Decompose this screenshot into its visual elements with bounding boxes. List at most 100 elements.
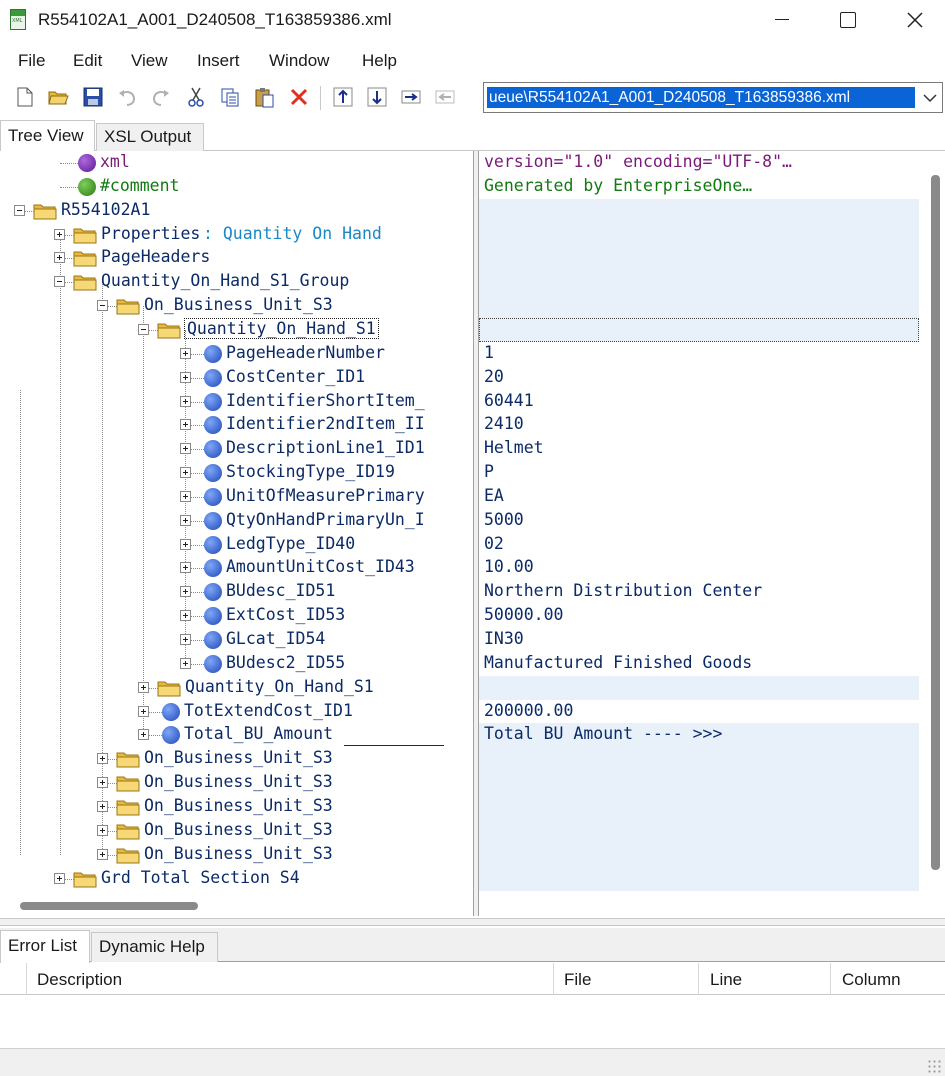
menu-insert[interactable]: Insert bbox=[197, 51, 240, 70]
tree-node[interactable]: IdentifierShortItem_ bbox=[0, 390, 473, 414]
tree-node[interactable]: Grd Total Section S4 bbox=[0, 867, 473, 891]
column-column[interactable]: Column bbox=[842, 970, 901, 989]
tree-node[interactable]: StockingType_ID19 bbox=[0, 461, 473, 485]
expand-icon[interactable] bbox=[97, 824, 108, 836]
tree-node[interactable]: UnitOfMeasurePrimary bbox=[0, 485, 473, 509]
value-row[interactable]: EA bbox=[479, 485, 919, 509]
expand-icon[interactable] bbox=[180, 490, 191, 502]
resize-grip-icon[interactable] bbox=[927, 1059, 941, 1073]
expand-icon[interactable] bbox=[180, 538, 191, 550]
expand-icon[interactable] bbox=[54, 252, 65, 264]
tree-node[interactable]: AmountUnitCost_ID43 bbox=[0, 556, 473, 580]
expand-icon[interactable] bbox=[180, 514, 191, 526]
value-row[interactable]: Northern Distribution Center bbox=[479, 580, 919, 604]
collapse-icon[interactable] bbox=[14, 204, 25, 216]
maximize-button[interactable] bbox=[815, 0, 879, 40]
delete-icon[interactable] bbox=[288, 86, 310, 108]
expand-icon[interactable] bbox=[97, 777, 108, 789]
value-row[interactable]: 1 bbox=[479, 342, 919, 366]
value-row[interactable] bbox=[479, 818, 919, 843]
collapse-icon[interactable] bbox=[97, 300, 108, 312]
expand-icon[interactable] bbox=[180, 467, 191, 479]
tree-node[interactable]: xml bbox=[0, 151, 473, 175]
value-row[interactable] bbox=[479, 246, 919, 271]
value-row[interactable]: 02 bbox=[479, 533, 919, 557]
expand-icon[interactable] bbox=[180, 562, 191, 574]
tree-node[interactable]: On_Business_Unit_S3 bbox=[0, 294, 473, 318]
tree-node[interactable]: QtyOnHandPrimaryUn_I bbox=[0, 509, 473, 533]
expand-icon[interactable] bbox=[54, 228, 65, 240]
tab-dynamic-help[interactable]: Dynamic Help bbox=[91, 932, 218, 962]
outdent-icon[interactable] bbox=[434, 86, 456, 108]
expand-icon[interactable] bbox=[180, 371, 191, 383]
expand-icon[interactable] bbox=[180, 586, 191, 598]
move-up-icon[interactable] bbox=[332, 86, 354, 108]
paste-icon[interactable] bbox=[253, 86, 275, 108]
value-scrollbar[interactable] bbox=[931, 175, 940, 870]
expand-icon[interactable] bbox=[180, 419, 191, 431]
value-row[interactable] bbox=[479, 317, 919, 342]
expand-icon[interactable] bbox=[180, 657, 191, 669]
cut-icon[interactable] bbox=[185, 86, 207, 108]
path-combobox[interactable]: ueue\R554102A1_A001_D240508_T163859386.x… bbox=[483, 82, 943, 113]
expand-icon[interactable] bbox=[54, 872, 65, 884]
expand-icon[interactable] bbox=[180, 634, 191, 645]
tree-node[interactable]: R554102A1 bbox=[0, 199, 473, 223]
tree-node[interactable]: Properties : Quantity On Hand bbox=[0, 223, 473, 247]
value-row[interactable] bbox=[479, 675, 919, 700]
menu-edit[interactable]: Edit bbox=[73, 51, 103, 70]
redo-icon[interactable] bbox=[150, 86, 172, 108]
value-row[interactable] bbox=[479, 198, 919, 223]
value-row[interactable]: 5000 bbox=[479, 509, 919, 533]
tab-tree-view[interactable]: Tree View bbox=[0, 120, 95, 152]
menu-window[interactable]: Window bbox=[269, 51, 330, 70]
tree-node[interactable]: On_Business_Unit_S3 bbox=[0, 843, 473, 867]
value-row[interactable]: 20 bbox=[479, 366, 919, 390]
move-down-icon[interactable] bbox=[366, 86, 388, 108]
tree-node[interactable]: DescriptionLine1_ID1 bbox=[0, 437, 473, 461]
tree-horizontal-scrollbar[interactable] bbox=[20, 902, 198, 910]
value-row[interactable] bbox=[479, 747, 919, 772]
tree-node[interactable]: LedgType_ID40 bbox=[0, 533, 473, 557]
copy-icon[interactable] bbox=[219, 86, 241, 108]
expand-icon[interactable] bbox=[138, 705, 149, 717]
tree-node[interactable]: BUdesc2_ID55 bbox=[0, 652, 473, 676]
tree-node[interactable]: TotExtendCost_ID1 bbox=[0, 700, 473, 724]
close-button[interactable] bbox=[882, 0, 945, 40]
tree-node[interactable]: Total_BU_Amount bbox=[0, 723, 473, 747]
tree-node[interactable]: Quantity_On_Hand_S1 bbox=[0, 676, 473, 700]
undo-icon[interactable] bbox=[116, 86, 138, 108]
tree-node[interactable]: On_Business_Unit_S3 bbox=[0, 771, 473, 795]
tree-node[interactable]: On_Business_Unit_S3 bbox=[0, 747, 473, 771]
value-row[interactable]: P bbox=[479, 461, 919, 485]
value-row[interactable]: 200000.00 bbox=[479, 700, 919, 724]
tree-node[interactable]: #comment bbox=[0, 175, 473, 199]
tree-node[interactable]: CostCenter_ID1 bbox=[0, 366, 473, 390]
collapse-icon[interactable] bbox=[138, 323, 149, 335]
new-icon[interactable] bbox=[14, 86, 36, 108]
minimize-button[interactable] bbox=[750, 0, 814, 40]
value-row[interactable] bbox=[479, 866, 919, 891]
value-row[interactable]: 50000.00 bbox=[479, 604, 919, 628]
path-input[interactable]: ueue\R554102A1_A001_D240508_T163859386.x… bbox=[487, 87, 915, 108]
expand-icon[interactable] bbox=[180, 443, 191, 455]
expand-icon[interactable] bbox=[97, 753, 108, 765]
open-icon[interactable] bbox=[47, 86, 69, 108]
expand-icon[interactable] bbox=[180, 610, 191, 622]
tab-xsl-output[interactable]: XSL Output bbox=[96, 123, 204, 151]
menu-file[interactable]: File bbox=[18, 51, 46, 70]
value-row[interactable]: 2410 bbox=[479, 413, 919, 437]
expand-icon[interactable] bbox=[138, 729, 149, 741]
tree-node[interactable]: BUdesc_ID51 bbox=[0, 580, 473, 604]
tree-node[interactable]: Identifier2ndItem_II bbox=[0, 413, 473, 437]
column-line[interactable]: Line bbox=[710, 970, 743, 989]
pane-splitter[interactable] bbox=[473, 151, 479, 916]
tree-node[interactable]: GLcat_ID54 bbox=[0, 628, 473, 652]
menu-view[interactable]: View bbox=[131, 51, 168, 70]
tree-node[interactable]: Quantity_On_Hand_S1 bbox=[0, 317, 473, 342]
value-row[interactable]: IN30 bbox=[479, 628, 919, 652]
value-row[interactable] bbox=[479, 222, 919, 247]
indent-icon[interactable] bbox=[400, 86, 422, 108]
tree-node[interactable]: Quantity_On_Hand_S1_Group bbox=[0, 270, 473, 294]
expand-icon[interactable] bbox=[97, 800, 108, 812]
